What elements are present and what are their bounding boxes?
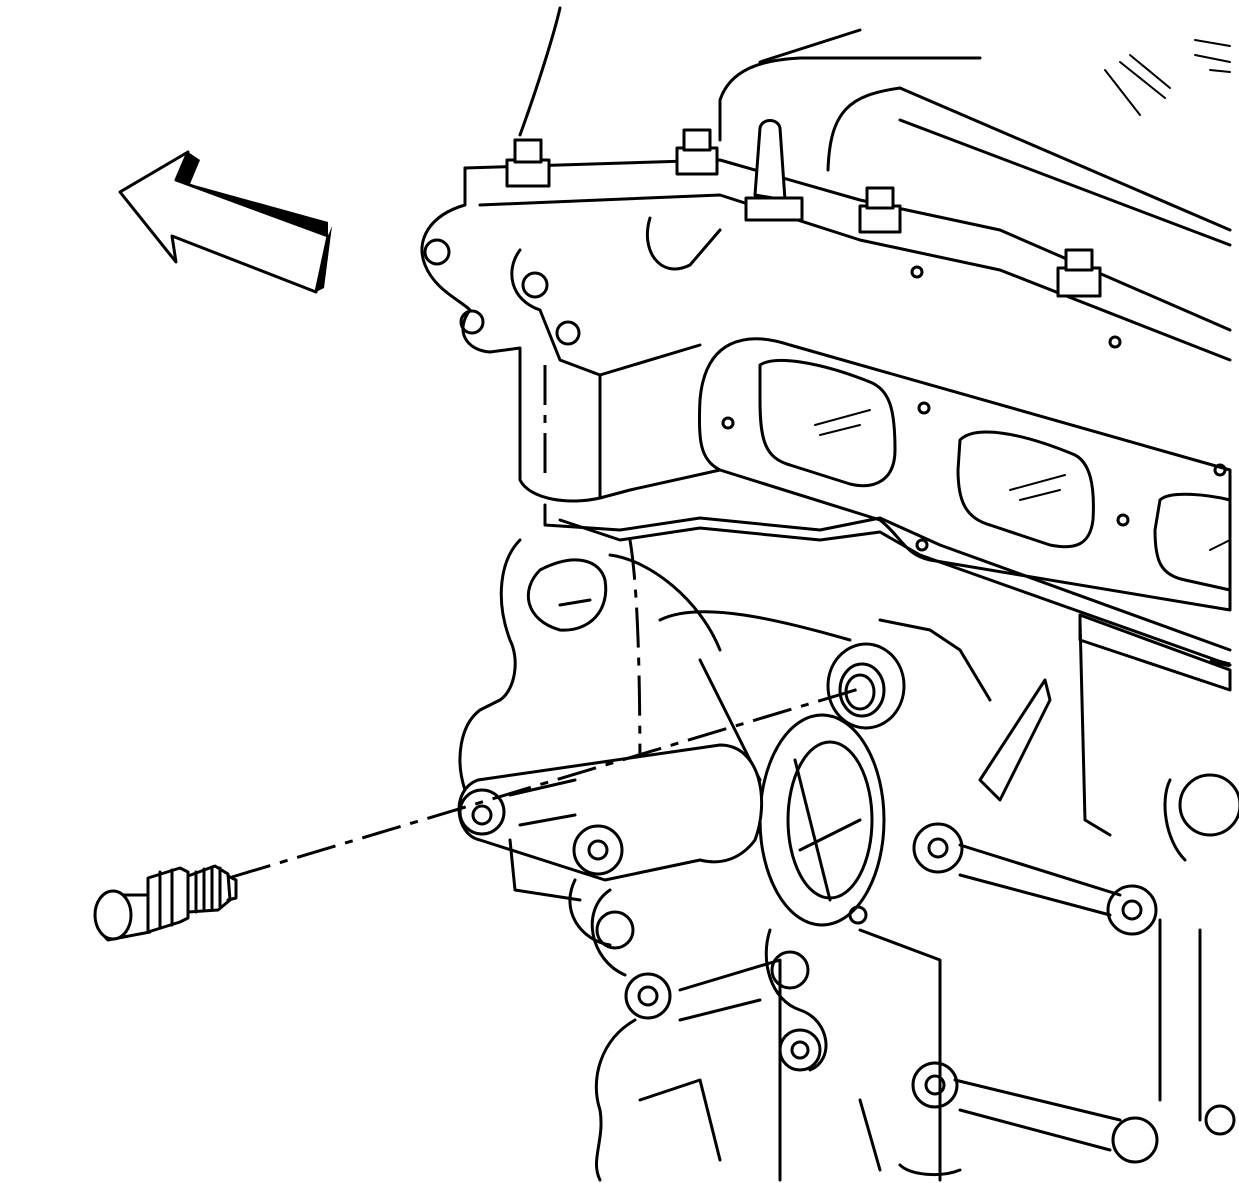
head-bolt — [1056, 248, 1102, 298]
head-bolt — [675, 128, 719, 176]
mounting-tube — [457, 743, 763, 882]
engine-block — [457, 538, 1239, 1182]
plug-bore-boss — [826, 618, 992, 730]
engine-block-fitting-plug — [93, 864, 238, 942]
exhaust-manifold-gasket — [697, 337, 1232, 612]
head-bolt — [858, 186, 902, 234]
front-direction-arrow — [118, 150, 332, 294]
install-centerline — [231, 686, 863, 879]
cylinder-head — [420, 119, 1232, 503]
water-pump-opening — [758, 713, 886, 927]
cam-cover — [518, 6, 1232, 247]
head-bolt — [505, 138, 551, 188]
